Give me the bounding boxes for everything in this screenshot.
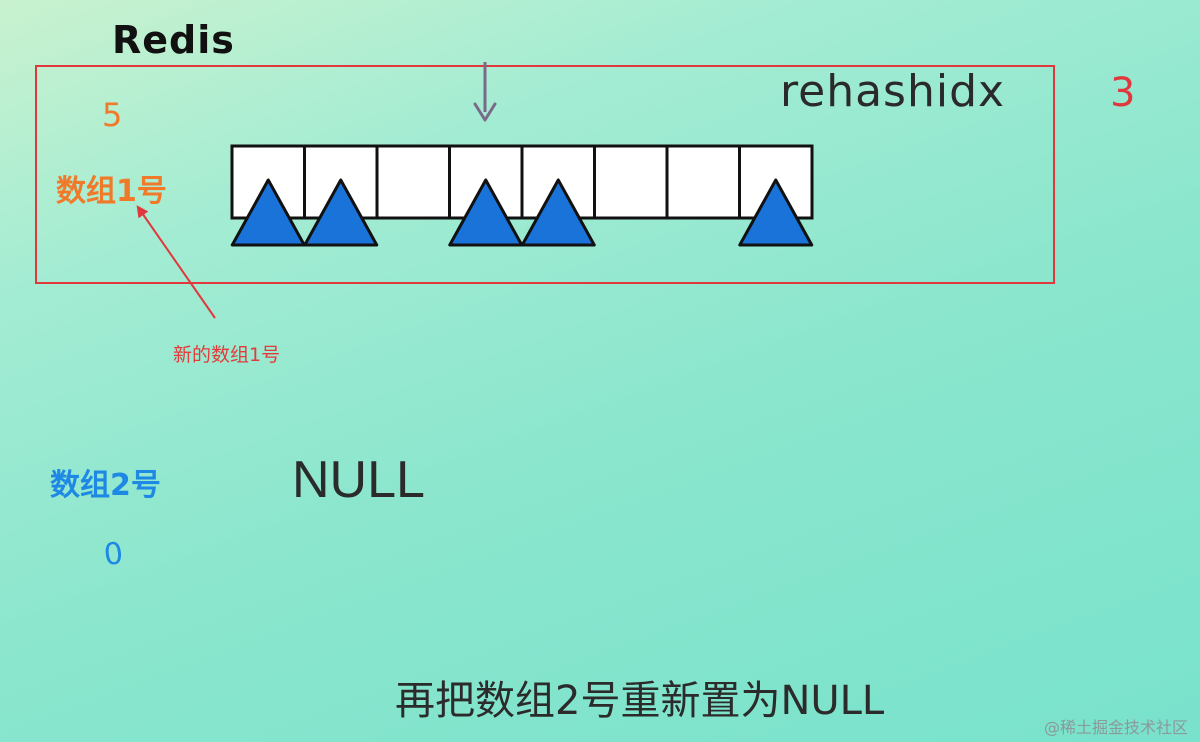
rehashidx-label: rehashidx <box>780 66 1006 117</box>
array1-slots <box>230 144 814 220</box>
entry-triangle <box>230 178 306 247</box>
array2-label: 数组2号 <box>50 468 161 503</box>
array2-size: 0 <box>102 536 125 573</box>
redis-title: Redis <box>112 18 235 62</box>
array1-entries <box>230 178 814 247</box>
caption: 再把数组2号重新置为NULL <box>395 678 885 724</box>
entry-triangle <box>520 178 596 247</box>
entry-triangle <box>738 178 814 247</box>
watermark: @稀土掘金技术社区 <box>1043 718 1188 737</box>
array1-slot <box>375 144 451 220</box>
entry-triangle <box>448 178 524 247</box>
array2-null-value: NULL <box>292 451 425 509</box>
array1-label: 数组1号 <box>56 174 167 209</box>
rehashidx-value: 3 <box>1110 70 1136 116</box>
red-arrow-icon <box>136 205 216 319</box>
down-arrow-icon <box>473 62 497 122</box>
array1-slot <box>665 144 741 220</box>
redis-frame <box>35 65 1055 284</box>
array1-slot <box>593 144 669 220</box>
array1-size: 5 <box>102 96 123 134</box>
entry-triangle <box>303 178 379 247</box>
new-array1-annotation: 新的数组1号 <box>173 344 281 366</box>
